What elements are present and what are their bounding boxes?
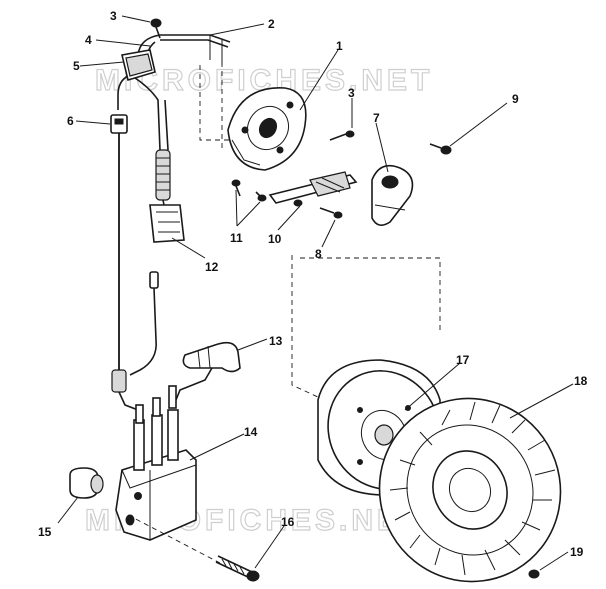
- part-3-screw-stator: [329, 130, 355, 141]
- callout-4: 4: [85, 33, 92, 47]
- part-14-ignition-coil: [115, 385, 197, 541]
- callout-11: 11: [230, 231, 243, 245]
- callout-labels: 1 2 3 3 4 5 6 7 8 9 10 11 12 13 14 15 16…: [38, 9, 588, 559]
- part-19-screw: [528, 569, 540, 579]
- callout-15: 15: [38, 525, 52, 539]
- leader-lines: [57, 15, 574, 571]
- part-7-pickup-coil: [371, 164, 414, 226]
- part-15-bushing: [69, 467, 104, 499]
- callout-5: 5: [73, 59, 80, 73]
- part-13-spark-plug-cap: [173, 341, 241, 406]
- part-10-pickup-bracket: [268, 171, 358, 207]
- part-5-module: [121, 49, 156, 82]
- callout-1: 1: [336, 39, 343, 53]
- callout-19: 19: [570, 545, 584, 559]
- callout-6: 6: [67, 114, 74, 128]
- part-1-stator-plate: [227, 87, 307, 171]
- callout-10: 10: [268, 232, 282, 246]
- callout-3-top: 3: [110, 9, 117, 23]
- callout-3-stator: 3: [348, 86, 355, 100]
- part-9-screw: [429, 143, 452, 155]
- part-18-cooling-fan: [378, 397, 562, 583]
- part-12-connector: [149, 204, 185, 243]
- callout-12: 12: [205, 260, 219, 274]
- wire-harness: [117, 34, 231, 201]
- callout-7: 7: [373, 111, 380, 125]
- callout-9: 9: [512, 92, 519, 106]
- part-16-bolt: [127, 514, 260, 582]
- callout-17: 17: [456, 353, 470, 367]
- callout-16: 16: [281, 515, 295, 529]
- callout-13: 13: [269, 334, 283, 348]
- callout-8: 8: [315, 247, 322, 261]
- part-11-screws: [231, 179, 267, 202]
- callout-18: 18: [574, 374, 588, 388]
- callout-14: 14: [244, 425, 258, 439]
- part-8-screw: [319, 207, 343, 219]
- callout-2: 2: [268, 17, 275, 31]
- wire-coil: [155, 149, 171, 211]
- part-3-screw-top: [150, 18, 162, 39]
- ignition-wiring: [111, 133, 159, 441]
